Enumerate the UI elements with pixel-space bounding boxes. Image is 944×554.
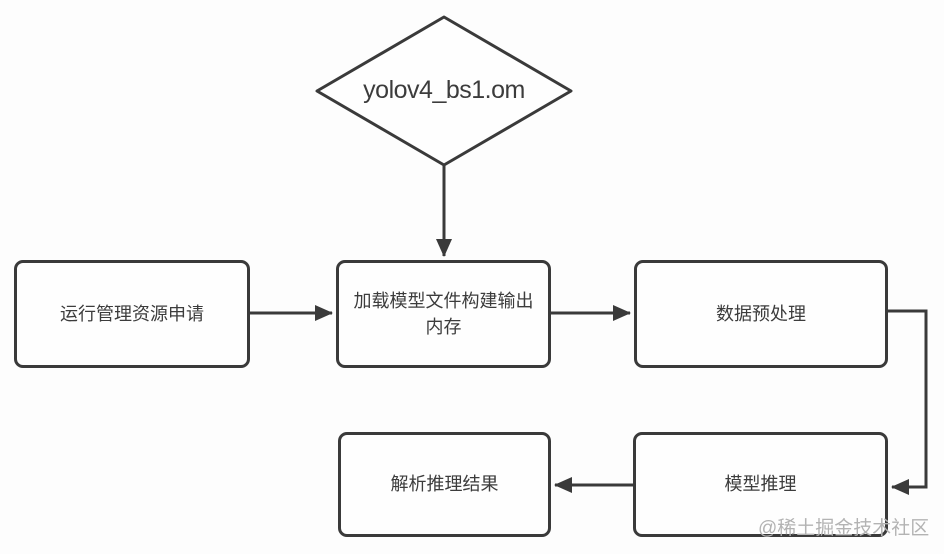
node-label-load-model-build-output-memory: 加载模型文件构建输出内存 bbox=[353, 290, 534, 337]
node-label-model-inference: 模型推理 bbox=[724, 474, 797, 495]
edge-preprocess-to-inference-arrow bbox=[888, 309, 928, 495]
node-load-model-build-output-memory: 加载模型文件构建输出内存 bbox=[336, 260, 551, 368]
watermark-juejin-community: @稀土掘金技术社区 bbox=[758, 518, 930, 539]
node-model-inference: 模型推理 bbox=[633, 432, 888, 537]
node-runtime-resource-request: 运行管理资源申请 bbox=[14, 260, 250, 368]
node-label-data-preprocess: 数据预处理 bbox=[716, 303, 806, 324]
node-label-parse-inference-result: 解析推理结果 bbox=[390, 474, 499, 495]
node-data-preprocess: 数据预处理 bbox=[634, 260, 888, 368]
node-parse-inference-result: 解析推理结果 bbox=[338, 432, 551, 537]
diamond-node-label-om-model-file: yolov4_bs1.om bbox=[363, 76, 525, 104]
node-label-runtime-resource-request: 运行管理资源申请 bbox=[60, 303, 204, 324]
